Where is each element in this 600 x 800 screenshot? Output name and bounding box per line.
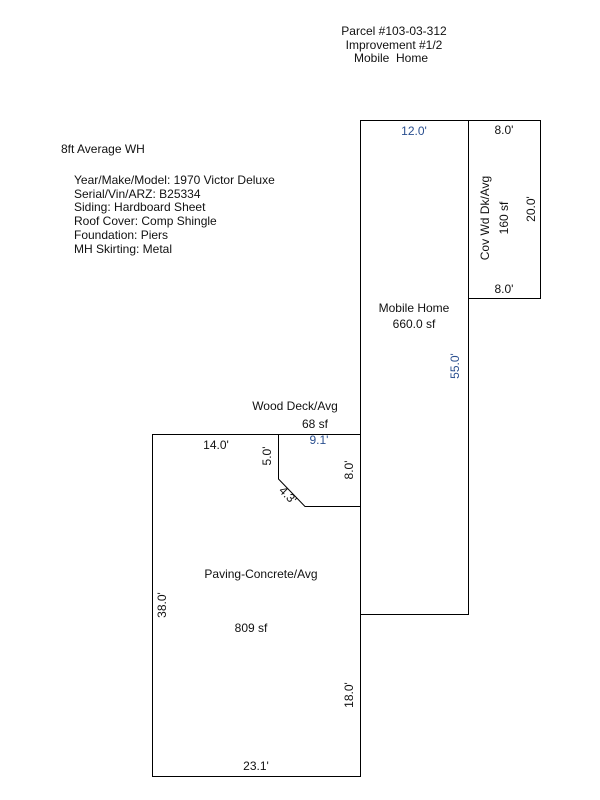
cov-deck-bottom-dim: 8.0' <box>495 282 514 296</box>
mobile-home-top-dim: 12.0' <box>401 124 427 138</box>
wood-deck-label: Wood Deck/Avg <box>252 399 338 413</box>
wood-deck-left-dim: 5.0' <box>260 447 274 466</box>
improvement-label: Improvement #1/2 <box>346 38 443 52</box>
parcel-label: Parcel #103-03-312 <box>341 24 447 38</box>
cov-deck-label: Cov Wd Dk/Avg <box>478 176 492 260</box>
wood-deck-area: 68 sf <box>302 417 329 431</box>
paving-left-dim: 38.0' <box>155 592 169 618</box>
cov-deck-outline <box>468 120 541 299</box>
detail-note: Roof Cover: Comp Shingle <box>74 214 217 228</box>
paving-label: Paving-Concrete/Avg <box>204 567 317 581</box>
wood-deck-diag-dim: 4.3' <box>276 484 299 507</box>
detail-note: Foundation: Piers <box>74 228 168 242</box>
wood-deck-right-dim: 8.0' <box>342 461 356 480</box>
wood-deck-top-dim: 9.1' <box>310 433 329 447</box>
detail-note: Siding: Hardboard Sheet <box>74 200 206 214</box>
paving-area: 809 sf <box>235 621 268 635</box>
wall-height-note: 8ft Average WH <box>61 142 145 156</box>
paving-bottom-dim: 23.1' <box>243 759 269 773</box>
paving-right-dim: 18.0' <box>342 682 356 708</box>
mobile-home-label: Mobile Home <box>379 301 450 315</box>
paving-outline <box>152 434 361 777</box>
paving-top-dim: 14.0' <box>203 438 229 452</box>
cov-deck-area: 160 sf <box>497 201 511 234</box>
cov-deck-side-dim: 20.0' <box>524 196 538 222</box>
wood-deck-outline <box>278 434 361 507</box>
type-label: Mobile Home <box>354 51 428 65</box>
detail-note: Serial/Vin/ARZ: B25334 <box>74 187 201 201</box>
mobile-home-outline <box>360 120 469 615</box>
detail-note: MH Skirting: Metal <box>74 242 172 256</box>
cov-deck-top-dim: 8.0' <box>495 123 514 137</box>
mobile-home-area: 660.0 sf <box>393 317 436 331</box>
mobile-home-side-dim: 55.0' <box>448 353 462 379</box>
detail-note: Year/Make/Model: 1970 Victor Deluxe <box>74 173 275 187</box>
